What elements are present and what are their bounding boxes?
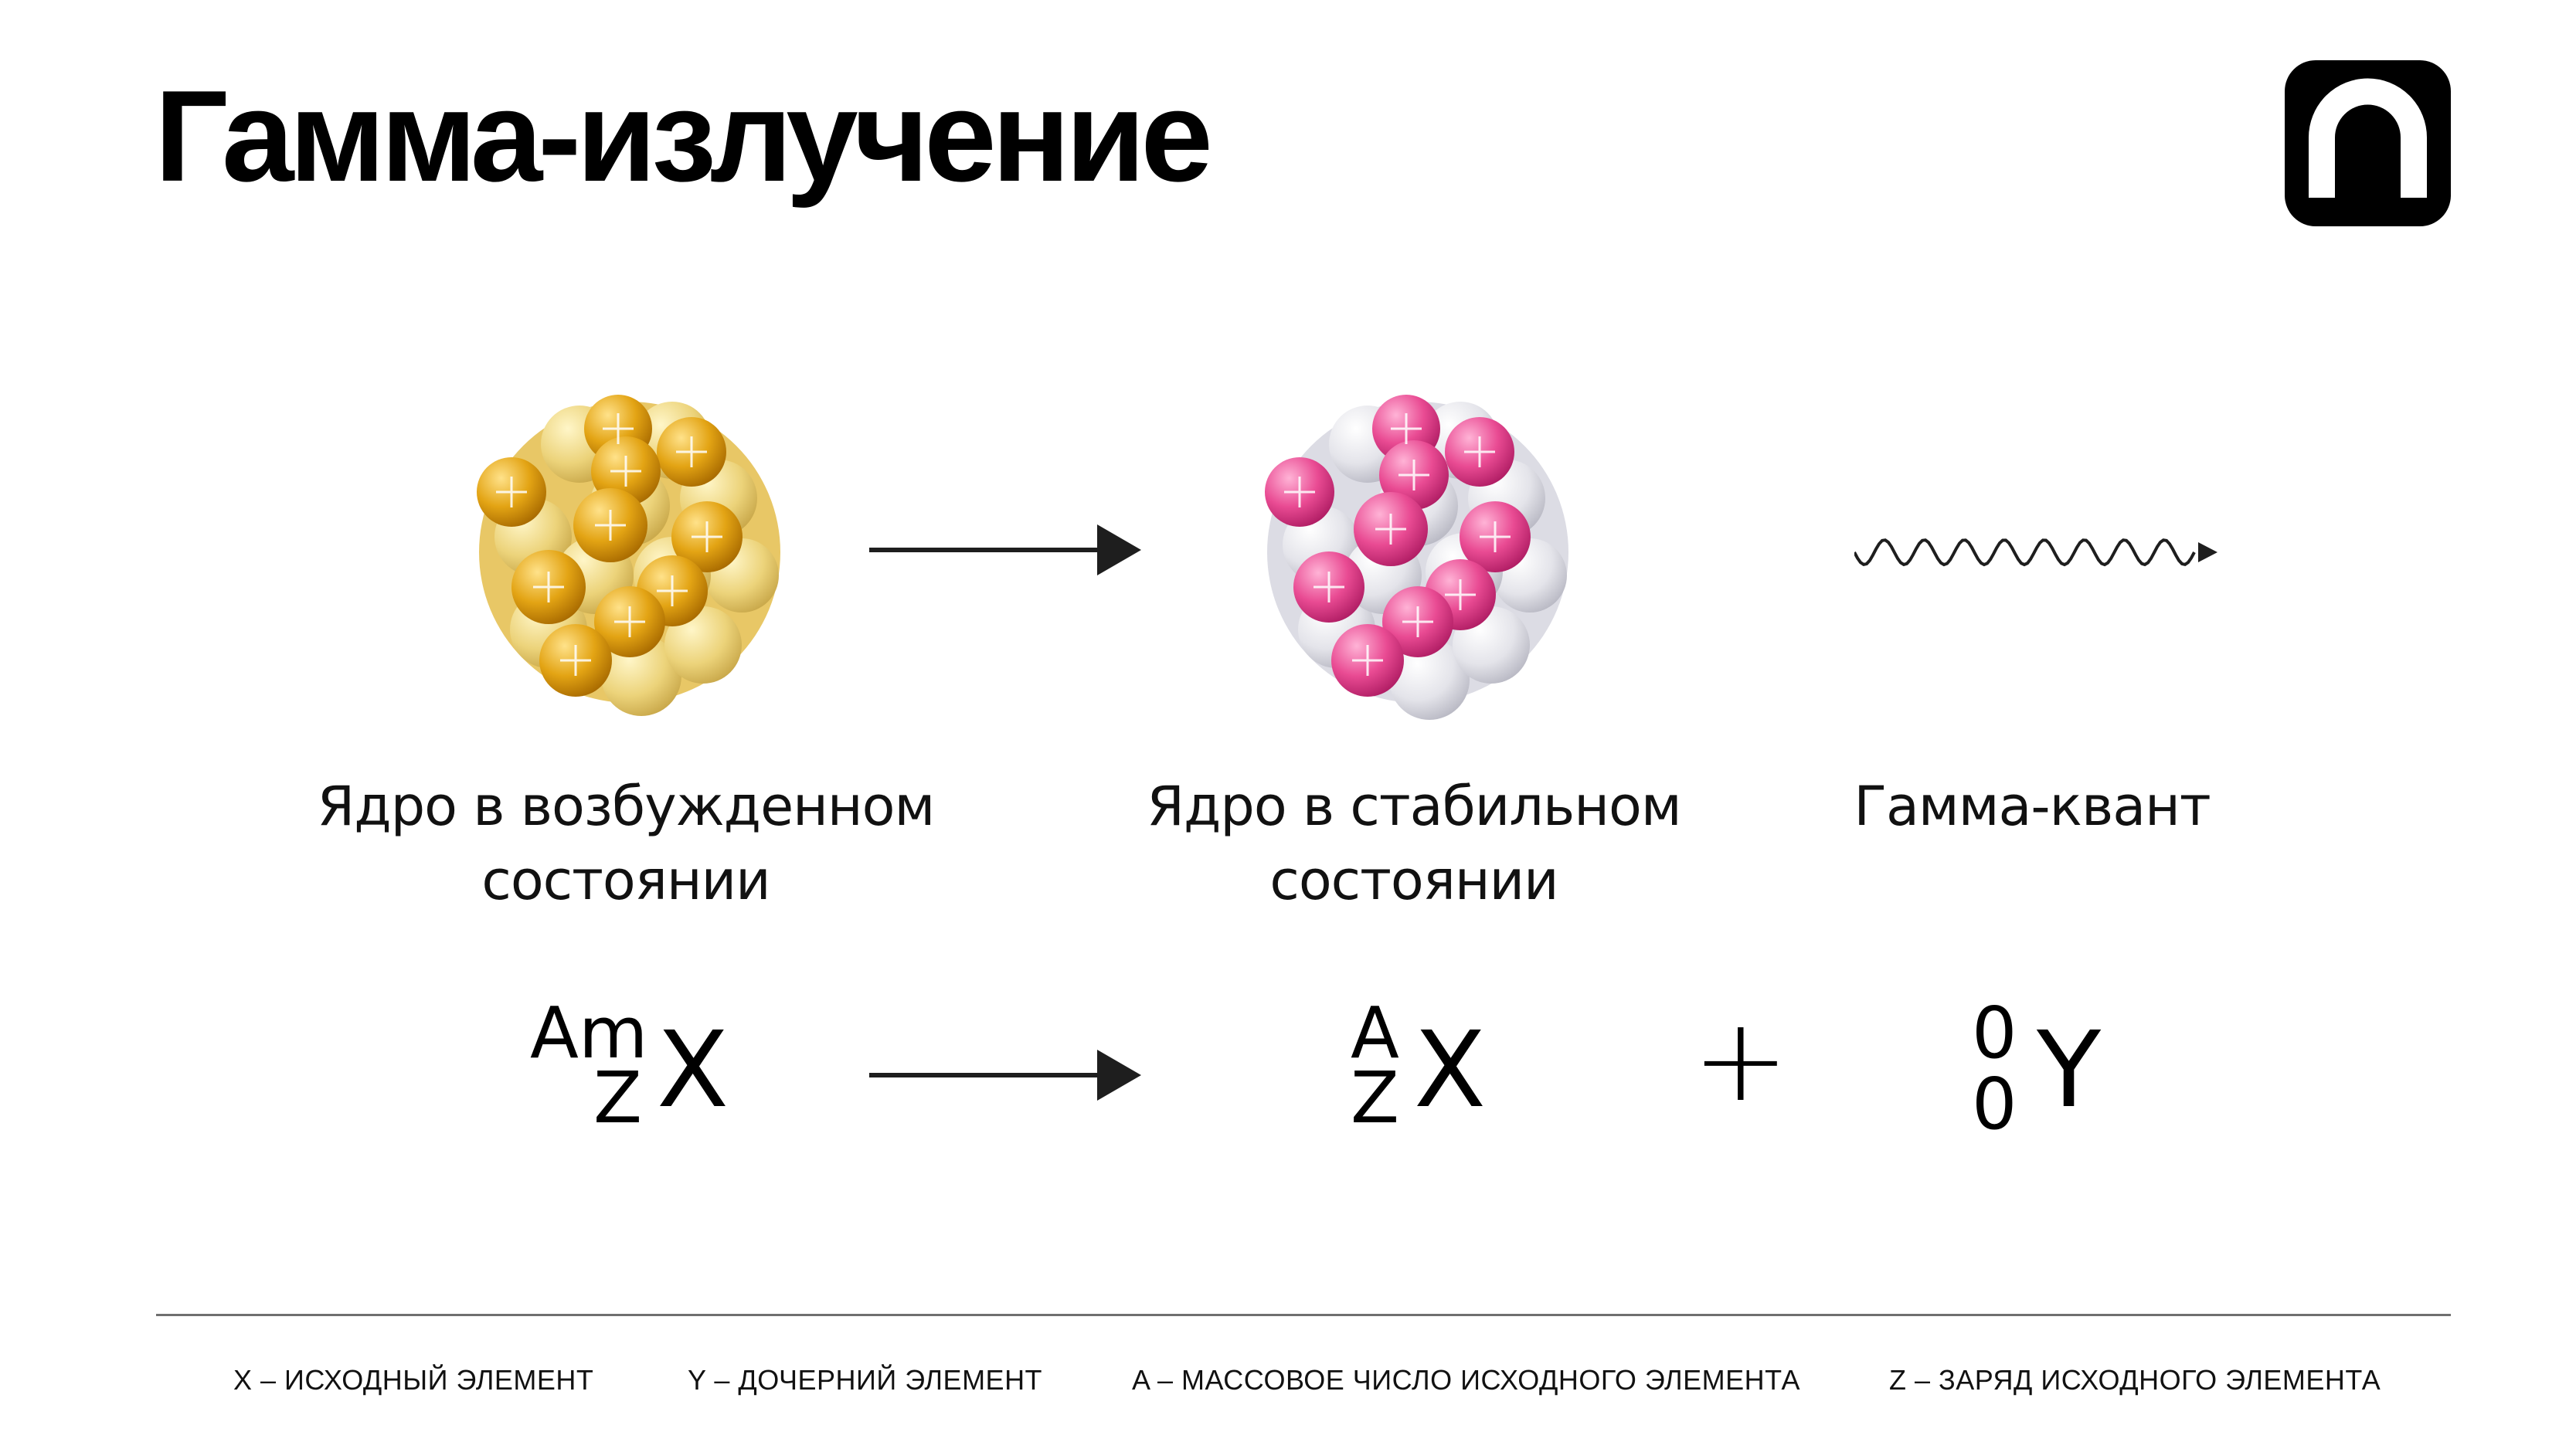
legend-item: X – ИСХОДНЫЙ ЭЛЕМЕНТ <box>233 1364 594 1396</box>
right1-symbol: X <box>1414 1010 1487 1132</box>
left-symbol: X <box>657 1010 729 1132</box>
divider <box>156 1314 2451 1316</box>
right2-subscript: 0 <box>1972 1063 2017 1145</box>
left-subscript: Z <box>593 1057 643 1139</box>
right2-superscript: 0 <box>1972 992 2017 1074</box>
nucleus-excited-icon <box>477 395 780 716</box>
arrow-right-icon <box>869 524 1141 575</box>
page-title: Гамма-излучение <box>155 63 1213 209</box>
stage-label-excited: Ядро в возбужденном состоянии <box>270 769 981 918</box>
arrow-right-icon <box>869 1050 1141 1101</box>
plus-icon: + <box>1692 993 1789 1128</box>
stage-label-line: Гамма-квант <box>1854 775 2211 838</box>
gamma-wave-icon <box>1854 538 2217 567</box>
stage-label-line: состоянии <box>1269 849 1558 912</box>
right1-subscript: Z <box>1351 1057 1400 1139</box>
legend-item: A – МАССОВОЕ ЧИСЛО ИСХОДНОГО ЭЛЕМЕНТА <box>1132 1364 1800 1396</box>
right1-superscript: A <box>1351 992 1399 1074</box>
left-superscript: Am <box>530 992 648 1074</box>
stage-label-line: Ядро в возбужденном <box>317 775 936 838</box>
legend-item: Z – ЗАРЯД ИСХОДНОГО ЭЛЕМЕНТА <box>1889 1364 2381 1396</box>
right2-symbol: Y <box>2037 1010 2102 1132</box>
stage-label-stable: Ядро в стабильном состоянии <box>1066 769 1762 918</box>
stage-label-line: состоянии <box>481 849 770 912</box>
nucleus-stable-icon <box>1265 395 1568 720</box>
brand-logo-icon <box>2285 60 2451 226</box>
legend-item: Y – ДОЧЕРНИЙ ЭЛЕМЕНТ <box>688 1364 1043 1396</box>
stage-label-line: Ядро в стабильном <box>1147 775 1681 838</box>
stage-label-gamma: Гамма-квант <box>1738 769 2326 843</box>
